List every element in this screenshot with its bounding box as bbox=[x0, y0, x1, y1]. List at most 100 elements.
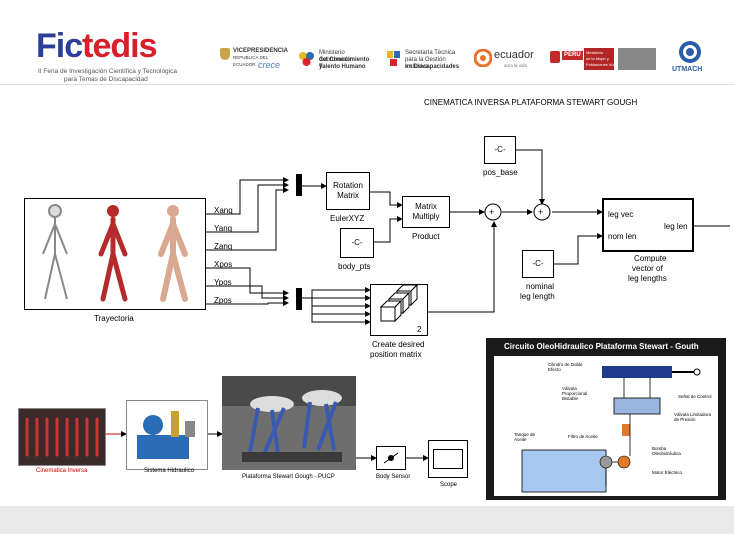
mux-bar-2 bbox=[296, 288, 302, 310]
circuit-canvas: Cilindro de Doble Efecto Válvula Proporc… bbox=[494, 356, 718, 496]
signal-label-1: Yang bbox=[214, 224, 233, 233]
circuit-cilindro: Cilindro de Doble Efecto bbox=[548, 362, 583, 372]
brand-subtitle-2: para Temas de Discapacidad bbox=[64, 76, 148, 83]
peru-secondary-box bbox=[618, 48, 656, 70]
brand-part-1: Fic bbox=[36, 27, 83, 65]
header-divider bbox=[0, 84, 734, 85]
coat-of-arms-icon bbox=[220, 48, 230, 60]
hydraulic-block[interactable] bbox=[126, 400, 208, 470]
svg-text:+: + bbox=[538, 207, 543, 217]
ministerio-emblem-icon bbox=[299, 52, 314, 66]
circuit-tanque: Tanque de Aceite bbox=[514, 432, 536, 442]
signal-label-2: Zang bbox=[214, 242, 233, 251]
utmach-logo: UTMACH bbox=[670, 40, 710, 76]
signal-label-5: Zpos bbox=[214, 296, 232, 305]
peru-tag: PERÚ bbox=[562, 51, 583, 60]
header: Fictedis II Feria de Investigación Cient… bbox=[0, 0, 734, 84]
nominal-value: -C- bbox=[532, 259, 544, 268]
circuit-bomba: Bomba Oleohidráulica bbox=[652, 446, 681, 456]
peru-line-3: Poblaciones Vulnerables bbox=[586, 62, 630, 67]
diagram-title: CINEMATICA INVERSA PLATAFORMA STEWART GO… bbox=[424, 98, 638, 107]
body-pts-value: -C- bbox=[351, 238, 363, 247]
peru-line-2: de la Mujer y bbox=[586, 56, 609, 61]
circuit-valvula-prop: Válvula Proporcional Bistable bbox=[562, 386, 588, 401]
compute-name-1: Compute bbox=[634, 254, 667, 263]
hydraulic-unit-icon bbox=[137, 411, 195, 459]
footer-band bbox=[0, 506, 734, 534]
ecuador-swirl-icon bbox=[474, 49, 492, 67]
peru-logo: PERÚ Ministerio de la Mujer y Poblacione… bbox=[550, 48, 656, 72]
pos-base-value: -C- bbox=[494, 145, 506, 154]
position-name-2: position matrix bbox=[370, 350, 422, 359]
sum-2 bbox=[533, 203, 551, 221]
cinematica-label: Cinematica Inversa bbox=[36, 468, 88, 474]
mux-bar-1 bbox=[296, 174, 302, 196]
cinematica-block[interactable] bbox=[18, 408, 106, 466]
stewart-platform-icon bbox=[222, 376, 356, 470]
ecuador-sub: ama la vida bbox=[504, 63, 528, 68]
compute-in-2: nom len bbox=[608, 232, 637, 241]
circuit-filtro: Filtro de Aceite bbox=[568, 434, 598, 439]
vice-line-3: crece bbox=[258, 60, 281, 70]
walking-figures-icon bbox=[42, 204, 188, 302]
hydraulic-label: Sistema Hidraulico bbox=[144, 468, 195, 474]
matrix-line-1: Matrix bbox=[415, 202, 437, 211]
vicepresidencia-logo: VICEPRESIDENCIA REPUBLICA DEL ECUADOR cr… bbox=[220, 48, 288, 72]
scope-screen bbox=[433, 449, 463, 469]
nominal-name-2: leg length bbox=[520, 292, 555, 301]
nominal-block[interactable]: -C- bbox=[522, 250, 554, 278]
body-sensor-block[interactable] bbox=[376, 446, 406, 470]
position-matrix-block[interactable]: 2 bbox=[370, 283, 428, 336]
compute-name-2: vector of bbox=[632, 264, 663, 273]
brand-subtitle-1: II Feria de Investigación Científica y T… bbox=[38, 68, 177, 75]
matrix-multiply-name: Product bbox=[412, 232, 440, 241]
matrix-line-2: Multiply bbox=[412, 212, 440, 221]
nominal-name-1: nominal bbox=[526, 282, 555, 291]
sensor-icon bbox=[383, 452, 399, 464]
scope-block[interactable] bbox=[428, 440, 468, 478]
circuit-motor: Motor Eléctrico bbox=[652, 470, 683, 475]
secretaria-line-2: para la Gestión Inclusiva bbox=[405, 57, 446, 70]
compute-name-3: leg lengths bbox=[628, 274, 667, 283]
circuit-senal: Señal de Control bbox=[678, 394, 712, 399]
platform-photo[interactable] bbox=[222, 376, 356, 470]
body-pts-block[interactable]: -C- bbox=[340, 228, 374, 258]
peru-ministry-box bbox=[584, 48, 614, 70]
vice-line-1: VICEPRESIDENCIA bbox=[233, 48, 289, 54]
rotation-line-1: Rotation bbox=[333, 181, 363, 190]
animation-frames-icon bbox=[25, 417, 99, 457]
signal-label-4: Ypos bbox=[214, 278, 232, 287]
trajectory-block[interactable] bbox=[24, 198, 206, 310]
signal-label-3: Xpos bbox=[214, 260, 233, 269]
rotation-line-2: Matrix bbox=[337, 191, 359, 200]
secretaria-emblem-icon bbox=[387, 51, 400, 66]
ministerio-line-3: Talento Humano bbox=[319, 64, 366, 70]
body-pts-name: body_pts bbox=[338, 262, 371, 271]
circuit-valvula-lim: Válvula Limitadora de Presión bbox=[674, 412, 712, 422]
brand-logo: Fictedis bbox=[36, 27, 157, 65]
platform-label: Plataforma Stewart Gough - PUCP bbox=[242, 474, 335, 480]
ecuador-logo: ecuador ama la vida bbox=[474, 47, 538, 73]
matrix-multiply-block[interactable]: Matrix Multiply bbox=[402, 196, 450, 228]
secretaria-line-1: Secretaría Técnica bbox=[405, 50, 456, 56]
peru-shield-icon bbox=[550, 51, 560, 63]
signal-lines: + + bbox=[104, 149, 730, 461]
utmach-name: UTMACH bbox=[672, 66, 703, 73]
brand-part-2: tedis bbox=[82, 27, 157, 65]
utmach-seal-icon bbox=[679, 41, 701, 63]
vice-line-2: REPUBLICA DEL ECUADOR bbox=[233, 55, 269, 67]
compute-in-1: leg vec bbox=[608, 210, 634, 219]
signal-label-0: Xang bbox=[214, 206, 233, 215]
position-port: 2 bbox=[417, 325, 422, 334]
ministerio-line-1: Ministerio Coordinador bbox=[319, 50, 353, 63]
rotation-matrix-block[interactable]: Rotation Matrix bbox=[326, 172, 370, 210]
ministerio-line-2: del Conocimiento y bbox=[319, 57, 370, 70]
svg-text:+: + bbox=[489, 207, 494, 217]
position-name-1: Create desired bbox=[372, 340, 425, 349]
circuit-schematic-icon bbox=[521, 366, 701, 493]
compute-block[interactable]: leg vec nom len leg len bbox=[602, 198, 694, 252]
secretaria-logo: Secretaría Técnica para la Gestión Inclu… bbox=[386, 48, 468, 72]
pos-base-block[interactable]: -C- bbox=[484, 136, 516, 164]
scope-label: Scope bbox=[440, 482, 458, 488]
trajectory-label: Trayectoria bbox=[94, 314, 134, 323]
